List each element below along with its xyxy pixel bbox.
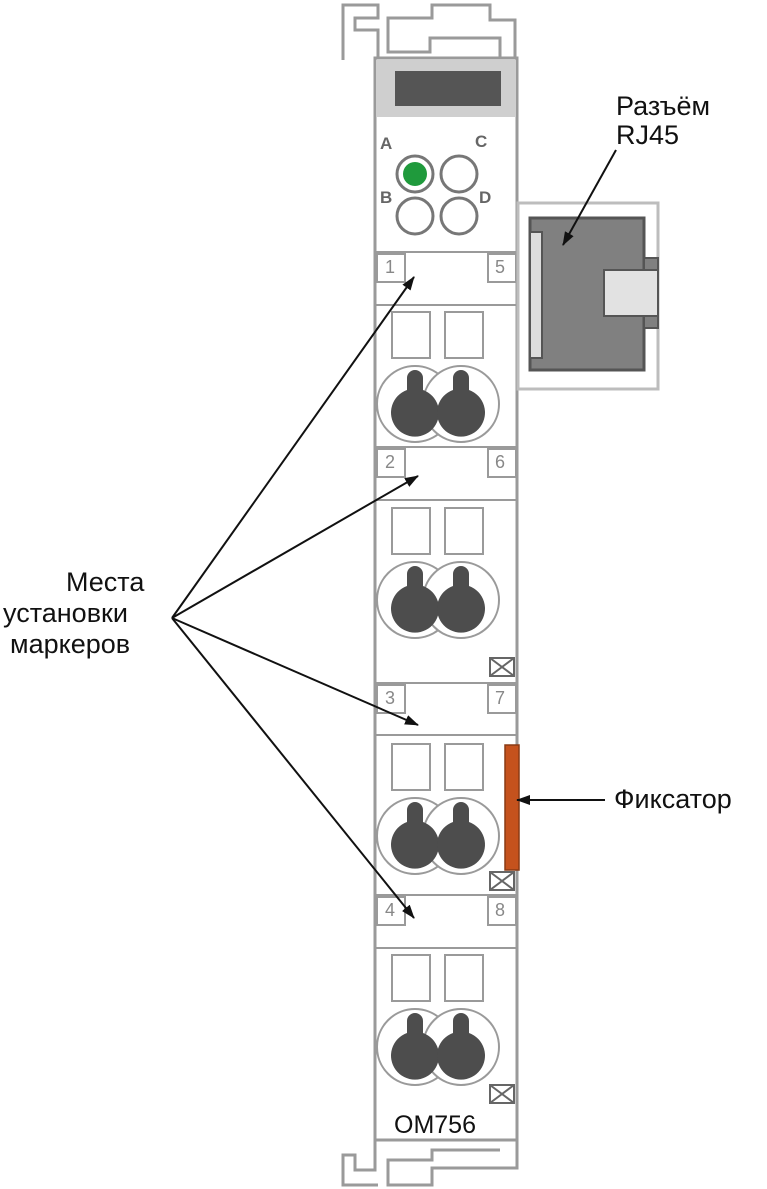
channel-number-6: 6 — [495, 452, 506, 472]
latch-callout: Фиксатор — [614, 784, 732, 814]
model-label: OM756 — [394, 1111, 476, 1139]
led-c — [439, 154, 479, 194]
wire-clamp[interactable] — [436, 802, 486, 869]
terminal-block-3 — [376, 743, 500, 875]
latch[interactable] — [504, 744, 520, 871]
markers-callout-line3: маркеров — [10, 629, 131, 659]
connector-callout-line2: RJ45 — [616, 120, 680, 150]
wire-clamp[interactable] — [437, 566, 486, 633]
din-clip-top — [341, 3, 517, 60]
wire-clamp[interactable] — [391, 1013, 440, 1080]
din-clip-bottom — [341, 1140, 519, 1187]
wire-clamp[interactable] — [391, 370, 440, 437]
led-group — [395, 154, 479, 236]
release-slot[interactable] — [444, 743, 484, 791]
terminal-blocks — [376, 311, 500, 1086]
led-d — [439, 196, 479, 236]
rj45-connector[interactable] — [516, 201, 660, 391]
label-window — [395, 71, 501, 106]
lock-marks — [489, 657, 515, 1104]
release-slot[interactable] — [444, 954, 484, 1002]
wire-clamp[interactable] — [437, 370, 486, 437]
channel-number-5: 5 — [495, 257, 506, 277]
wire-clamp[interactable] — [391, 566, 440, 633]
led-label-d: D — [479, 188, 492, 207]
release-slot[interactable] — [391, 507, 431, 555]
wire-clamp[interactable] — [436, 1013, 486, 1080]
channel-number-2: 2 — [385, 452, 396, 472]
led-a-lit — [403, 162, 427, 186]
terminal-block-1 — [376, 311, 500, 443]
release-slot[interactable] — [444, 507, 484, 555]
release-slot[interactable] — [391, 954, 431, 1002]
channel-number-4: 4 — [385, 900, 396, 920]
release-slot[interactable] — [391, 311, 431, 359]
terminal-block-4 — [376, 954, 500, 1086]
markers-callout-line1: Места — [66, 567, 145, 597]
channel-number-1: 1 — [385, 257, 396, 277]
release-slot[interactable] — [444, 311, 484, 359]
channel-number-8: 8 — [495, 900, 506, 920]
callout-arrows — [171, 149, 617, 919]
connector-callout-line1: Разъём — [616, 91, 711, 121]
led-label-a: A — [380, 134, 393, 153]
channel-number-3: 3 — [385, 688, 396, 708]
section-lines — [376, 251, 516, 949]
release-slot[interactable] — [391, 743, 431, 791]
markers-callout-line2: установки — [3, 598, 128, 628]
wire-clamp[interactable] — [391, 802, 440, 869]
led-label-c: C — [475, 132, 488, 151]
channel-number-7: 7 — [495, 688, 506, 708]
terminal-block-2 — [376, 507, 500, 639]
led-label-b: B — [380, 188, 393, 207]
number-boxes — [376, 253, 517, 926]
led-b — [395, 196, 435, 236]
